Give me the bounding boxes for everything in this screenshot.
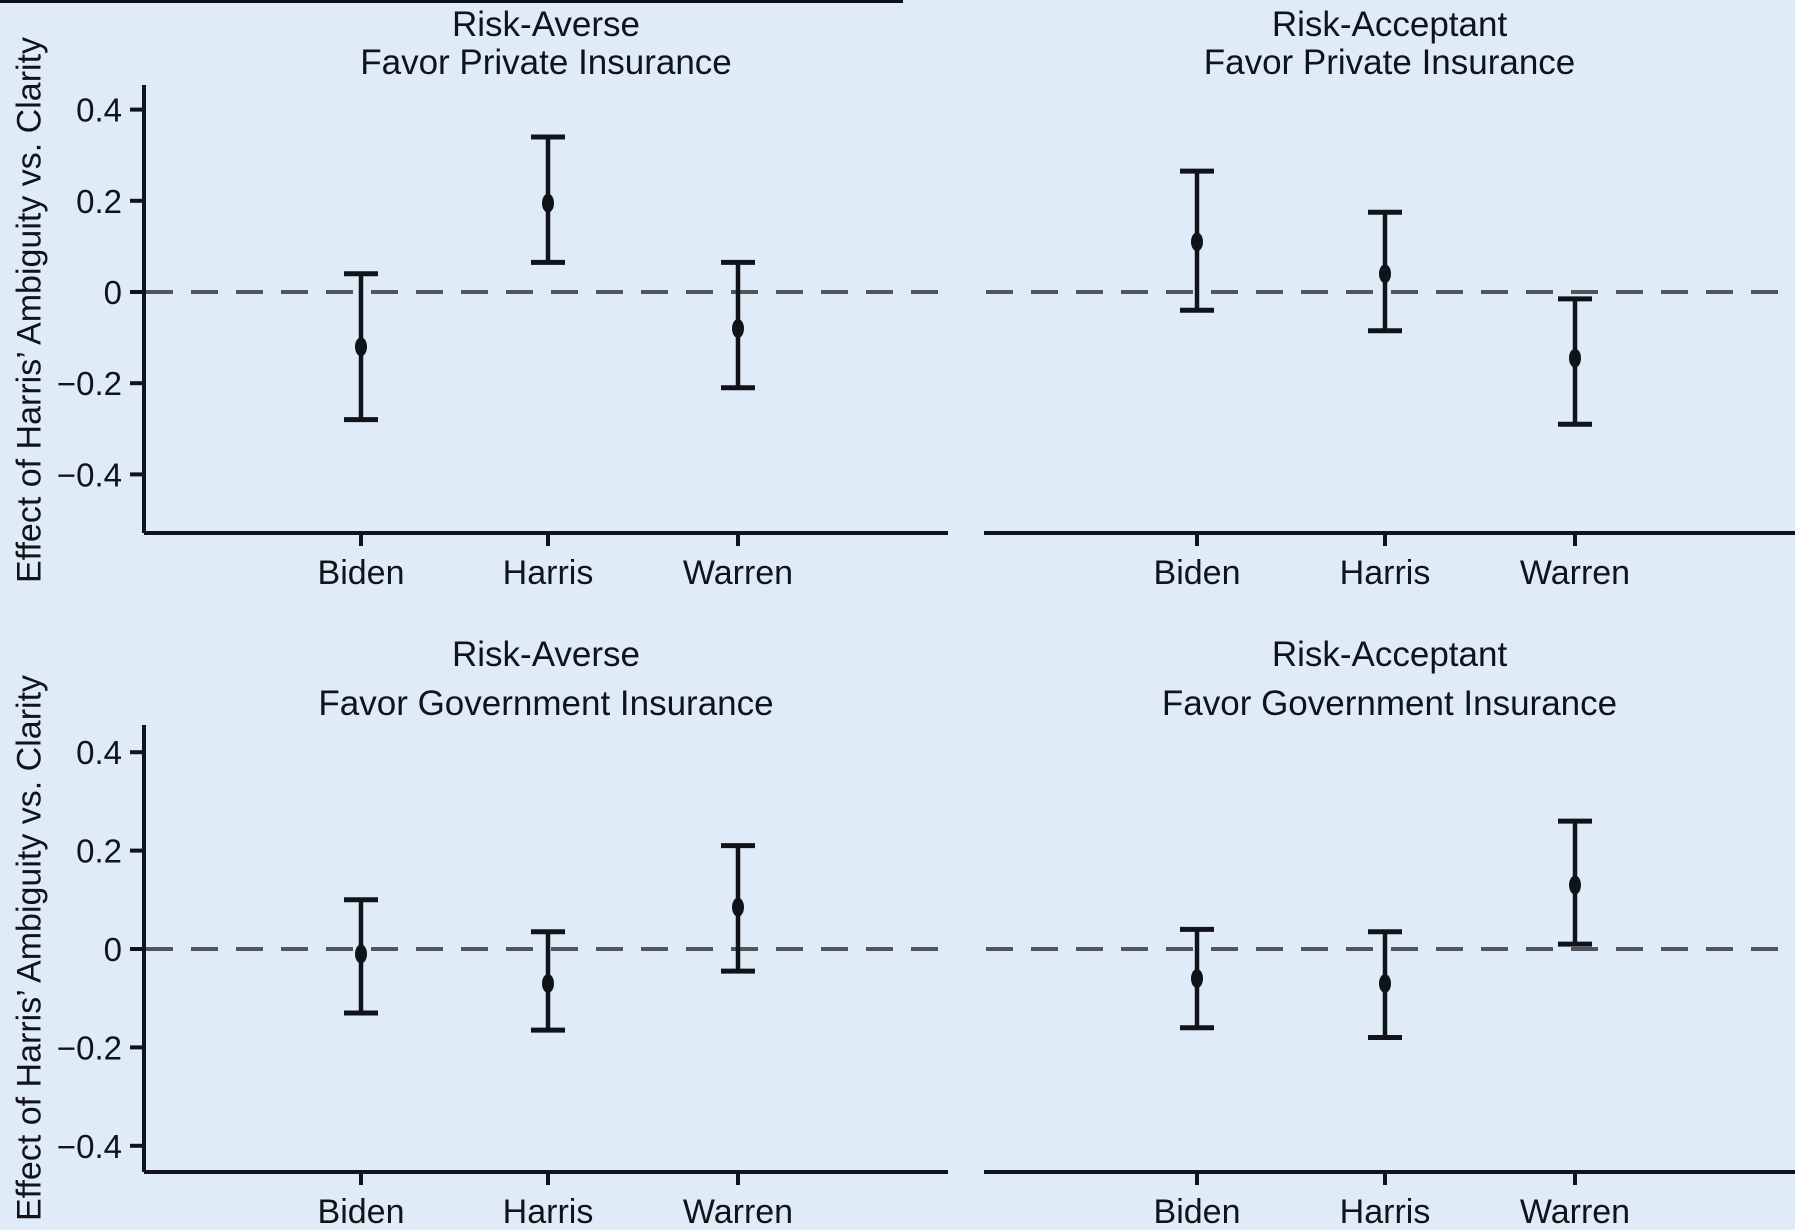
y-tick-label: −0.2 [57, 1029, 122, 1066]
point-estimate-marker-warren [732, 318, 744, 338]
x-category-label: Warren [1520, 554, 1630, 592]
x-category-label: Warren [683, 1193, 793, 1230]
point-estimate-marker-harris [542, 973, 554, 993]
panel-title-risk-averse-private-line1: Risk-Averse [451, 5, 640, 44]
x-category-label: Biden [1154, 1193, 1241, 1230]
point-estimate-marker-harris [1379, 264, 1391, 284]
y-tick-label: 0.4 [76, 92, 122, 129]
point-estimate-marker-biden [1191, 969, 1203, 989]
y-tick-label: 0.2 [76, 183, 122, 220]
y-tick-label: −0.2 [57, 365, 122, 402]
point-estimate-marker-harris [1379, 973, 1391, 993]
panel-title-risk-averse-private-line2: Favor Private Insurance [360, 43, 732, 82]
x-category-label: Biden [1154, 554, 1241, 592]
point-estimate-marker-warren [732, 897, 744, 917]
point-estimate-marker-biden [355, 944, 367, 964]
panel-title-risk-acceptant-private-line1: Risk-Acceptant [1271, 5, 1508, 44]
y-axis-label-bottom-row: Effect of Harris’ Ambiguity vs. Clarity [10, 674, 49, 1222]
point-estimate-marker-biden [1191, 232, 1203, 252]
x-category-label: Harris [1340, 1193, 1431, 1230]
panel-title-risk-acceptant-private-line2: Favor Private Insurance [1203, 43, 1576, 82]
point-estimate-marker-warren [1569, 348, 1581, 368]
top-border-artifact-line [0, 0, 903, 3]
y-tick-label: −0.4 [57, 1128, 122, 1165]
x-category-label: Harris [503, 1193, 594, 1230]
y-axis-label-top-row: Effect of Harris’ Ambiguity vs. Clarity [10, 36, 49, 584]
panel-title-risk-acceptant-government-line1: Risk-Acceptant [1271, 635, 1508, 674]
x-category-label: Harris [1340, 554, 1431, 592]
x-category-label: Biden [318, 554, 405, 592]
point-estimate-marker-harris [542, 193, 554, 213]
x-category-label: Biden [318, 1193, 405, 1230]
y-tick-label: 0 [104, 274, 122, 311]
panel-title-risk-averse-government-line2: Favor Government Insurance [318, 684, 774, 723]
panel-title-risk-averse-government-line1: Risk-Averse [451, 635, 640, 674]
y-tick-label: 0.4 [76, 734, 122, 771]
point-estimate-marker-biden [355, 337, 367, 357]
y-tick-label: 0 [104, 931, 122, 968]
y-tick-label: −0.4 [57, 456, 122, 493]
y-tick-label: 0.2 [76, 833, 122, 870]
x-category-label: Harris [503, 554, 594, 592]
x-category-label: Warren [683, 554, 793, 592]
panel-title-risk-acceptant-government-line2: Favor Government Insurance [1161, 684, 1618, 723]
x-category-label: Warren [1520, 1193, 1630, 1230]
point-estimate-marker-warren [1569, 875, 1581, 895]
